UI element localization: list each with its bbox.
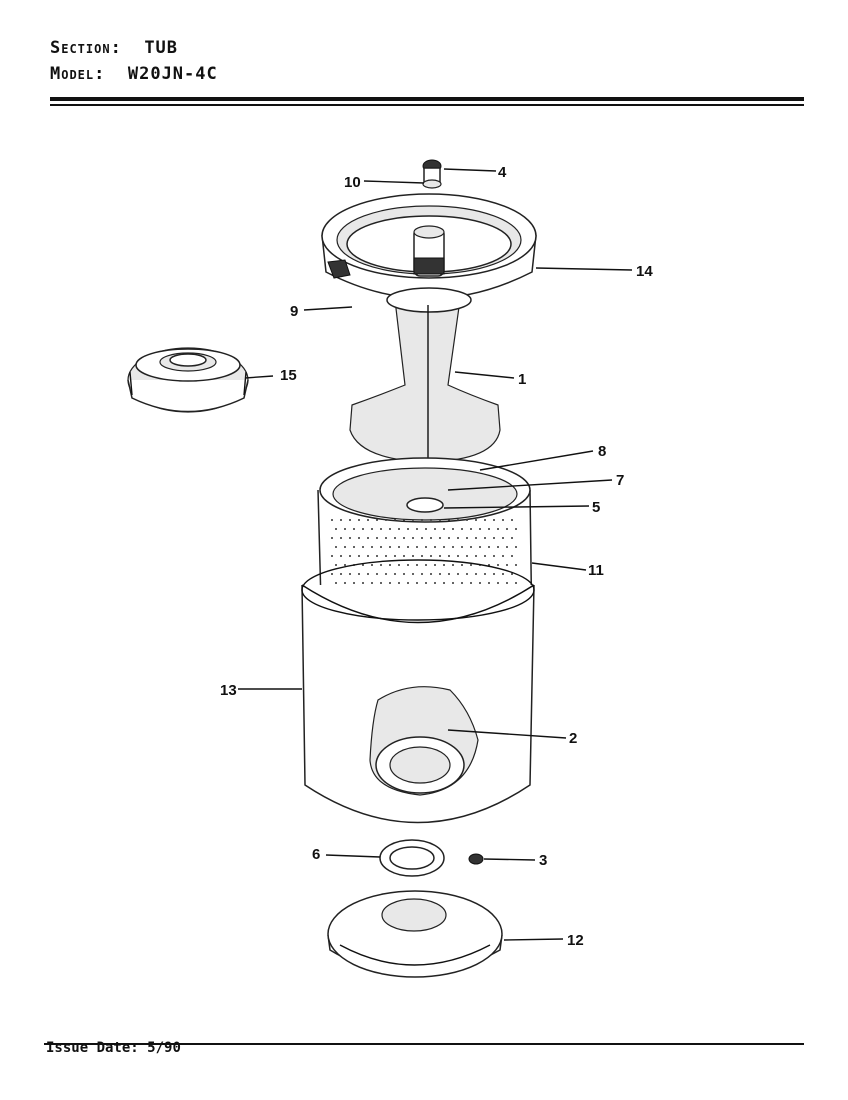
section-header: Section: TUB	[50, 38, 178, 58]
callout-6: 6	[312, 846, 320, 863]
callout-8: 8	[598, 443, 606, 460]
callout-15: 15	[280, 367, 297, 384]
callout-4: 4	[498, 164, 507, 181]
callout-3: 3	[539, 852, 547, 869]
section-label: Section:	[50, 38, 122, 58]
callout-11: 11	[588, 562, 604, 579]
callout-14: 14	[636, 263, 653, 280]
callout-13: 13	[220, 682, 237, 699]
callout-9: 9	[290, 303, 298, 320]
callout-labels: 4 10 14 9 1 15 8 7 5 11 13 2 6 3 12	[220, 164, 653, 949]
model-header: Model: W20JN-4C	[50, 64, 218, 84]
part-4-10-nut-washer	[422, 159, 442, 189]
part-3-bolt	[468, 853, 484, 865]
callout-10: 10	[344, 174, 361, 191]
issue-date: Issue Date: 5/90	[46, 1040, 181, 1056]
part-1-agitator-base	[349, 225, 501, 463]
part-12-base-plate	[327, 890, 503, 978]
model-value: W20JN-4C	[127, 64, 218, 84]
part-6-seal	[379, 839, 445, 877]
leader-lines	[238, 168, 633, 941]
callout-7: 7	[616, 472, 624, 489]
callout-1: 1	[518, 371, 526, 388]
part-13-outer-tub	[301, 559, 535, 824]
model-label: Model:	[50, 64, 106, 84]
part-15-cap	[127, 347, 249, 413]
section-value: TUB	[144, 38, 179, 58]
callout-12: 12	[567, 932, 584, 949]
callout-2: 2	[569, 730, 577, 747]
header-rule-thick	[50, 97, 804, 101]
issue-label: Issue Date:	[46, 1040, 139, 1056]
issue-value: 5/90	[147, 1040, 181, 1056]
header-rule-thin	[50, 104, 804, 106]
callout-5: 5	[592, 499, 600, 516]
footer-rule	[44, 1043, 804, 1045]
